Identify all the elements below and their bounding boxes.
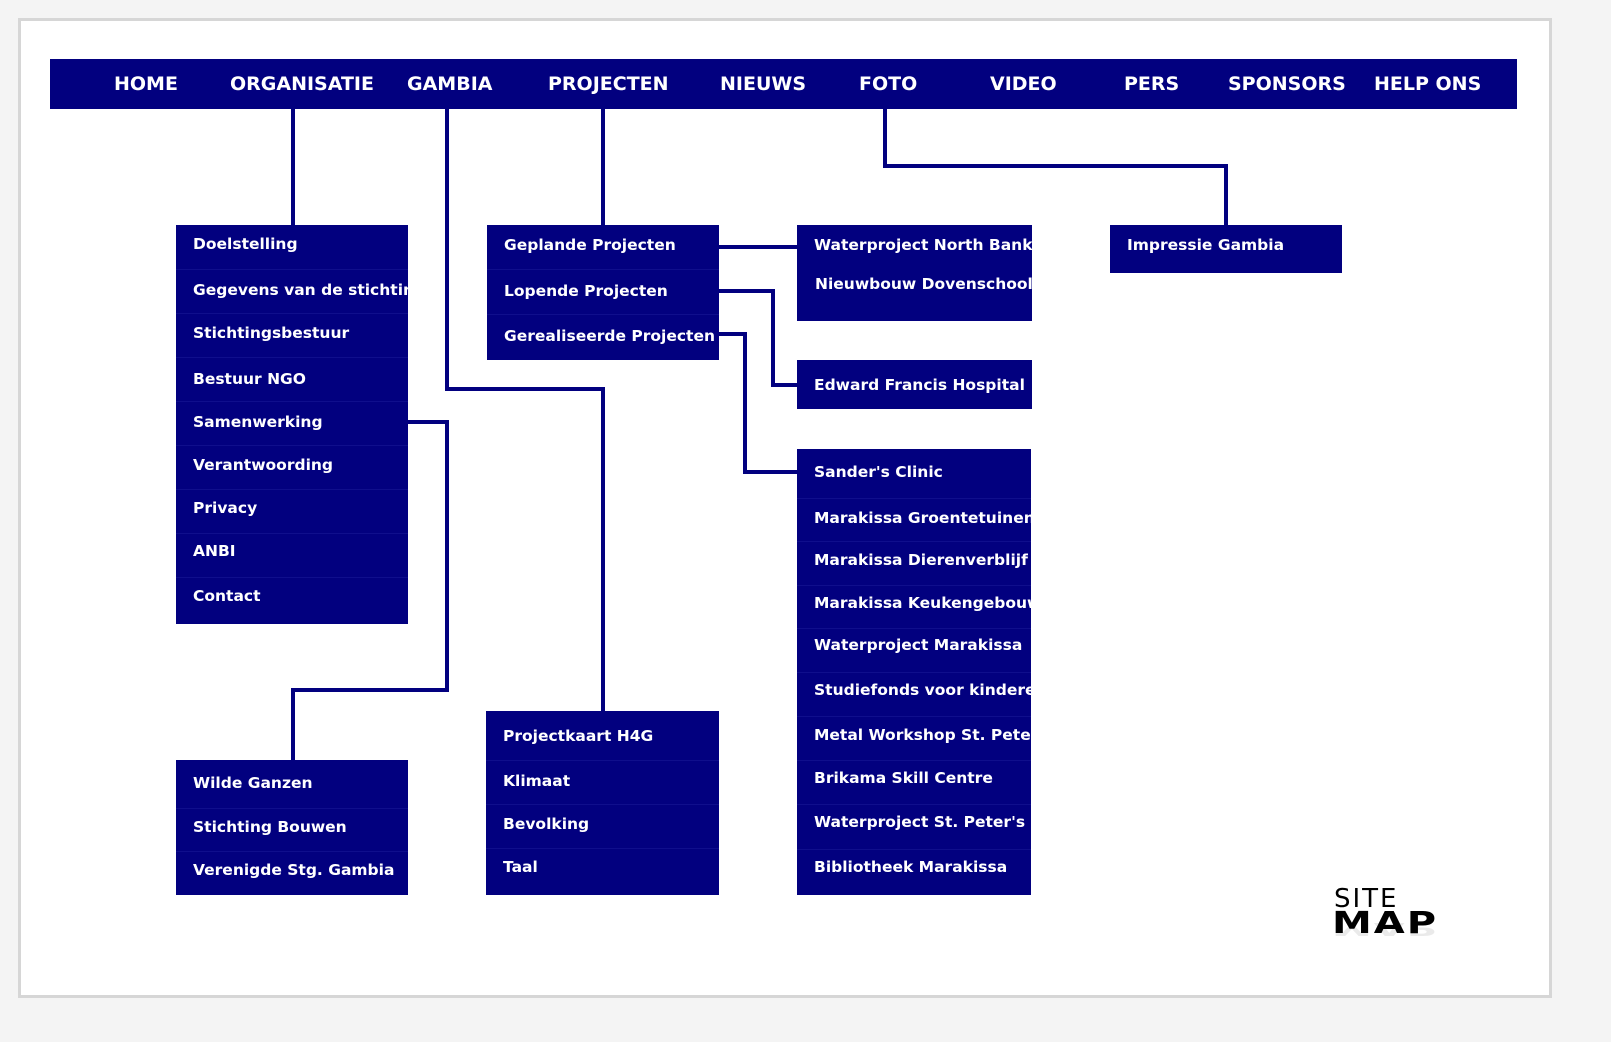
nav-gambia[interactable]: GAMBIA — [407, 73, 493, 95]
samenwerking-menu: Wilde Ganzen Stichting Bouwen Verenigde … — [176, 760, 408, 895]
nav-organisatie[interactable]: ORGANISATIE — [230, 73, 374, 95]
nav-foto[interactable]: FOTO — [859, 73, 918, 95]
gerealiseerde-menu: Sander's Clinic Marakissa Groentetuinen … — [797, 449, 1048, 896]
link-metal-workshop[interactable]: Metal Workshop St. Peters — [797, 716, 1048, 761]
link-waterproject-north-bank[interactable]: Waterproject North Bank — [814, 236, 1033, 254]
connector-samenwerking — [291, 420, 449, 762]
link-bestuur-ngo[interactable]: Bestuur NGO — [176, 357, 408, 402]
connector-lopende — [718, 289, 798, 387]
link-privacy[interactable]: Privacy — [176, 489, 408, 534]
link-wilde-ganzen[interactable]: Wilde Ganzen — [193, 774, 313, 792]
link-samenwerking[interactable]: Samenwerking — [176, 401, 408, 446]
nav-video[interactable]: VIDEO — [990, 73, 1057, 95]
geplande-menu: Waterproject North Bank Nieuwbouw Dovens… — [797, 225, 1033, 321]
link-waterproject-marakissa[interactable]: Waterproject Marakissa — [797, 628, 1031, 673]
link-bibliotheek-marakissa[interactable]: Bibliotheek Marakissa — [797, 849, 1031, 896]
link-verantwoording[interactable]: Verantwoording — [176, 445, 408, 490]
link-lopende-projecten[interactable]: Lopende Projecten — [487, 269, 719, 315]
logo-map-text: MAP — [1332, 905, 1439, 941]
link-impressie-gambia[interactable]: Impressie Gambia — [1127, 236, 1285, 254]
nav-help-ons[interactable]: HELP ONS — [1374, 73, 1482, 95]
link-klimaat[interactable]: Klimaat — [486, 760, 719, 805]
sitemap-logo: SITE MAP MAP — [1332, 884, 1504, 966]
logo-map-reflection: MAP — [1332, 918, 1439, 940]
connector-gerealiseerde — [718, 332, 798, 474]
link-waterproject-st-peters[interactable]: Waterproject St. Peter's — [797, 804, 1031, 850]
nav-nieuws[interactable]: NIEUWS — [720, 73, 807, 95]
link-contact[interactable]: Contact — [176, 577, 408, 625]
projecten-menu: Geplande Projecten Lopende Projecten Ger… — [487, 225, 719, 360]
lopende-menu: Edward Francis Hospital — [797, 360, 1032, 409]
link-stichtingsbestuur[interactable]: Stichtingsbestuur — [176, 313, 408, 358]
link-stichting-bouwen[interactable]: Stichting Bouwen — [176, 808, 408, 852]
main-navigation: HOME ORGANISATIE GAMBIA PROJECTEN NIEUWS… — [50, 59, 1517, 109]
nav-pers[interactable]: PERS — [1124, 73, 1180, 95]
link-gegevens-stichting[interactable]: Gegevens van de stichting — [176, 269, 425, 314]
link-verenigde-stg-gambia[interactable]: Verenigde Stg. Gambia — [176, 851, 408, 896]
link-brikama-skill-centre[interactable]: Brikama Skill Centre — [797, 760, 1031, 805]
link-geplande-projecten[interactable]: Geplande Projecten — [504, 236, 676, 254]
organisatie-menu: Doelstelling Gegevens van de stichting S… — [176, 225, 425, 625]
link-sanders-clinic[interactable]: Sander's Clinic — [814, 463, 943, 481]
link-edward-francis-hospital[interactable]: Edward Francis Hospital — [814, 376, 1025, 394]
link-marakissa-dierenverblijf[interactable]: Marakissa Dierenverblijf — [797, 541, 1031, 586]
link-marakissa-keukengebouw[interactable]: Marakissa Keukengebouw — [797, 585, 1041, 629]
gambia-menu: Projectkaart H4G Klimaat Bevolking Taal — [486, 711, 719, 895]
nav-sponsors[interactable]: SPONSORS — [1228, 73, 1346, 95]
foto-menu: Impressie Gambia — [1110, 225, 1342, 273]
link-bevolking[interactable]: Bevolking — [486, 804, 719, 849]
nav-projecten[interactable]: PROJECTEN — [548, 73, 669, 95]
link-marakissa-groentetuinen[interactable]: Marakissa Groentetuinen — [797, 498, 1035, 542]
link-taal[interactable]: Taal — [486, 848, 719, 896]
link-nieuwbouw-dovenschool[interactable]: Nieuwbouw Dovenschool — [815, 275, 1033, 293]
link-gerealiseerde-projecten[interactable]: Gerealiseerde Projecten — [487, 314, 719, 361]
nav-home[interactable]: HOME — [114, 73, 178, 95]
connector-gambia — [445, 108, 605, 713]
link-anbi[interactable]: ANBI — [176, 533, 408, 578]
link-doelstelling[interactable]: Doelstelling — [193, 235, 298, 253]
connector-foto — [883, 108, 1228, 226]
link-projectkaart-h4g[interactable]: Projectkaart H4G — [503, 727, 654, 745]
logo-site-text: SITE — [1334, 884, 1399, 914]
link-studiefonds-kinderen[interactable]: Studiefonds voor kinderen — [797, 672, 1047, 717]
